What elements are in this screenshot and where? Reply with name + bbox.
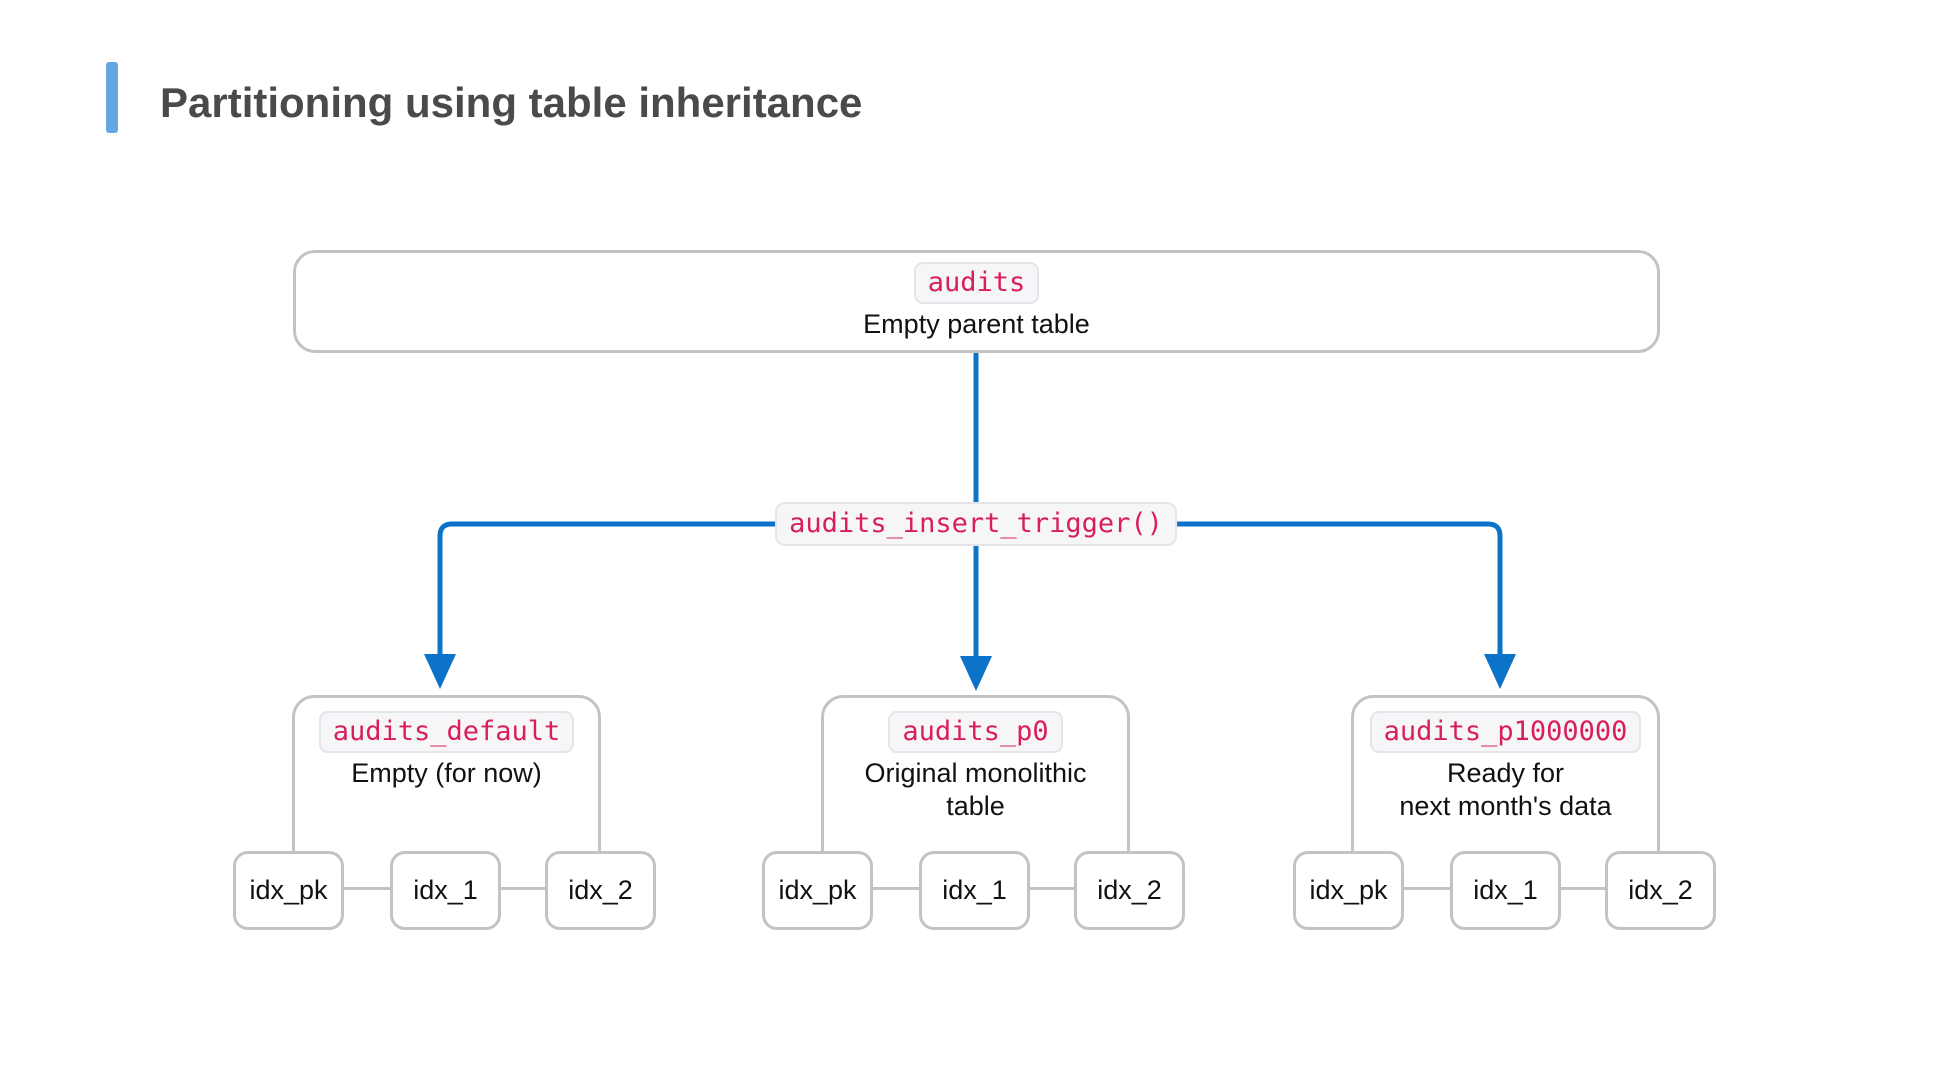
page-title: Partitioning using table inheritance: [160, 79, 863, 126]
parent-table-name-badge: audits: [913, 262, 1040, 304]
arrowhead-right-icon: [1484, 654, 1516, 689]
index-box: idx_2: [545, 851, 656, 930]
insert-trigger-badge: audits_insert_trigger(): [775, 502, 1177, 546]
partition-name-badge: audits_p0: [888, 711, 1063, 753]
index-box: idx_1: [1450, 851, 1561, 930]
parent-table-description: Empty parent table: [863, 309, 1090, 339]
index-label: idx_1: [413, 875, 478, 905]
index-box: idx_2: [1074, 851, 1185, 930]
index-box: idx_1: [919, 851, 1030, 930]
index-label: idx_2: [568, 875, 633, 905]
partition-description-line: Empty (for now): [351, 758, 542, 788]
title-accent-bar: [106, 62, 118, 133]
index-box: idx_2: [1605, 851, 1716, 930]
index-label: idx_pk: [1309, 875, 1388, 905]
partition-name-badge: audits_p1000000: [1369, 711, 1642, 753]
index-box: idx_pk: [762, 851, 873, 930]
index-label: idx_2: [1628, 875, 1693, 905]
parent-table-box: audits Empty parent table: [293, 250, 1660, 353]
partition-description-line: next month's data: [1399, 791, 1612, 821]
index-box: idx_pk: [233, 851, 344, 930]
arrowhead-left-icon: [424, 654, 456, 689]
index-label: idx_1: [942, 875, 1007, 905]
index-label: idx_2: [1097, 875, 1162, 905]
arrowhead-center-icon: [960, 656, 992, 691]
index-box: idx_pk: [1293, 851, 1404, 930]
partition-name-badge: audits_default: [318, 711, 575, 753]
partition-description-line: table: [946, 791, 1005, 821]
index-label: idx_pk: [249, 875, 328, 905]
index-box: idx_1: [390, 851, 501, 930]
partition-description-line: Original monolithic: [864, 758, 1087, 788]
index-label: idx_pk: [778, 875, 857, 905]
index-label: idx_1: [1473, 875, 1538, 905]
partition-description-line: Ready for: [1446, 758, 1565, 788]
